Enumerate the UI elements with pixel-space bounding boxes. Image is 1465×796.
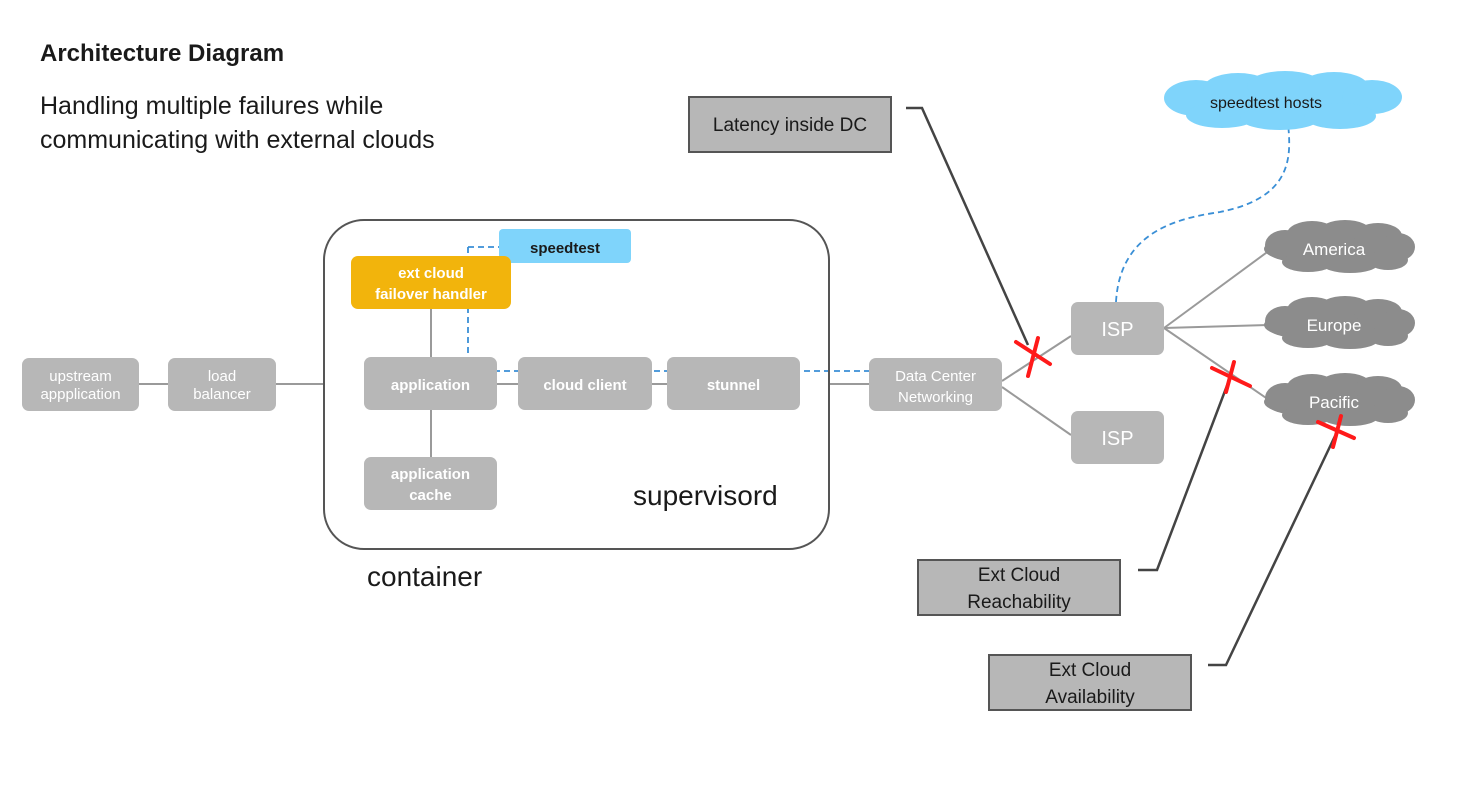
edge-dc-isp-bottom <box>1001 386 1072 436</box>
container-box <box>323 219 830 550</box>
europe-label: Europe <box>1307 316 1362 335</box>
isp-bottom-label: ISP <box>1101 428 1133 450</box>
diagram-title: Architecture Diagram <box>40 40 284 67</box>
upstream-label-line1: upstream <box>49 368 112 385</box>
america-label: America <box>1303 240 1366 259</box>
europe-cloud[interactable]: Europe <box>1264 296 1415 349</box>
edge-dc-isp-top <box>1001 335 1072 382</box>
ext-cloud-failover-handler-node[interactable]: ext cloud failover handler <box>351 256 511 309</box>
availability-label-line1: Ext Cloud <box>1049 660 1131 681</box>
availability-label-line2: Availability <box>1045 687 1135 708</box>
failure-mark-isp-pacific <box>1210 360 1252 394</box>
application-cache-label-line1: application <box>391 466 470 483</box>
pacific-label: Pacific <box>1309 393 1360 412</box>
edge-isp-america <box>1163 249 1271 329</box>
failure-mark-dc-isp <box>1014 336 1052 378</box>
edge-speedtest-dashed <box>467 247 869 372</box>
container-label: container <box>367 561 482 592</box>
data-center-networking-node[interactable]: Data Center Networking <box>869 358 1002 411</box>
failover-label-line1: ext cloud <box>398 265 464 282</box>
upstream-application-node[interactable]: upstream appplication <box>22 358 139 411</box>
edge-isp-europe <box>1163 324 1269 329</box>
cloud-client-node[interactable]: cloud client <box>518 357 652 410</box>
speedtest-node[interactable]: speedtest <box>499 229 631 263</box>
load-balancer-label-line2: balancer <box>193 386 251 403</box>
upstream-label-line2: appplication <box>40 386 120 403</box>
diagram-subtitle-line1: Handling multiple failures while <box>40 92 383 120</box>
ext-cloud-availability-annotation[interactable]: Ext Cloud Availability <box>988 654 1192 711</box>
isp-top-node[interactable]: ISP <box>1071 302 1164 355</box>
edge-isp-speedtest-hosts <box>1115 123 1291 303</box>
isp-bottom-node[interactable]: ISP <box>1071 411 1164 464</box>
isp-top-label: ISP <box>1101 319 1133 341</box>
reachability-label-line1: Ext Cloud <box>978 565 1060 586</box>
reachability-label-line2: Reachability <box>967 592 1071 613</box>
application-cache-node[interactable]: application cache <box>364 457 497 510</box>
stunnel-node[interactable]: stunnel <box>667 357 800 410</box>
application-cache-label-line2: cache <box>409 487 452 504</box>
edge-isp-pacific <box>1163 327 1273 403</box>
data-center-label-line2: Networking <box>898 389 973 406</box>
stunnel-label: stunnel <box>707 377 760 394</box>
pacific-cloud[interactable]: Pacific <box>1264 373 1415 426</box>
failover-label-line2: failover handler <box>375 286 487 303</box>
leader-reachability <box>1138 382 1230 572</box>
application-label: application <box>391 377 470 394</box>
latency-inside-dc-annotation[interactable]: Latency inside DC <box>688 96 892 153</box>
diagram-subtitle-line2: communicating with external clouds <box>40 126 435 154</box>
leader-latency <box>906 106 1030 346</box>
supervisord-label: supervisord <box>633 480 778 511</box>
application-node[interactable]: application <box>364 357 497 410</box>
speedtest-hosts-label: speedtest hosts <box>1210 95 1322 112</box>
speedtest-hosts-cloud[interactable]: speedtest hosts <box>1164 71 1402 130</box>
load-balancer-node[interactable]: load balancer <box>168 358 276 411</box>
speedtest-label: speedtest <box>530 240 600 257</box>
data-center-label-line1: Data Center <box>895 368 976 385</box>
latency-label: Latency inside DC <box>713 115 867 136</box>
ext-cloud-reachability-annotation[interactable]: Ext Cloud Reachability <box>917 559 1121 616</box>
failure-mark-pacific <box>1316 414 1356 449</box>
load-balancer-label-line1: load <box>208 368 236 385</box>
america-cloud[interactable]: America <box>1264 220 1415 273</box>
cloud-client-label: cloud client <box>543 377 626 394</box>
leader-availability <box>1208 435 1337 667</box>
